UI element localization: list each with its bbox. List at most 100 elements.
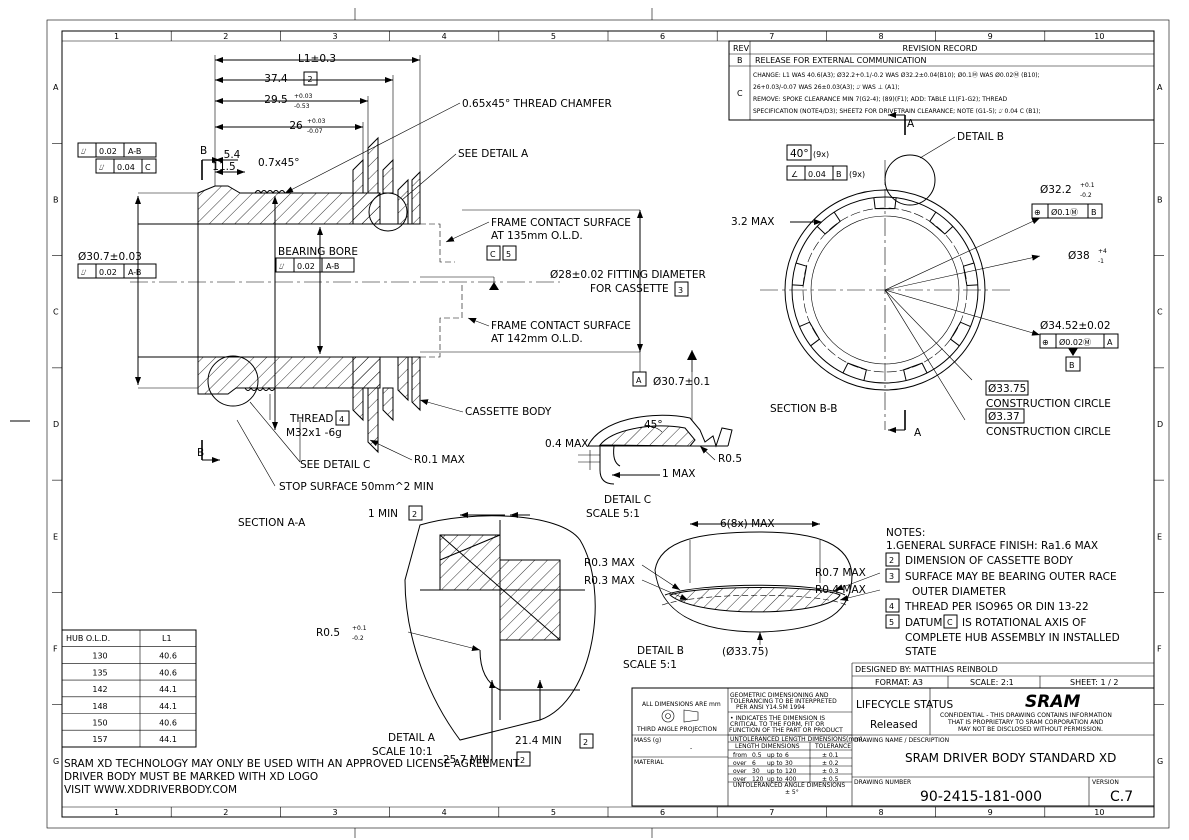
angle-40: 40°	[790, 148, 809, 160]
detail-c-title: DETAIL C	[604, 494, 651, 506]
angle-40-count: (9x)	[813, 150, 829, 159]
rev-header: REV	[733, 44, 750, 53]
datum-c-box: C	[490, 250, 496, 259]
rev-b-text: RELEASE FOR EXTERNAL COMMUNICATION	[755, 56, 926, 65]
hub-table-l1-cell: 40.6	[159, 652, 177, 661]
revision-header: REVISION RECORD	[903, 44, 978, 53]
stop-surface: STOP SURFACE 50mm^2 MIN	[279, 481, 434, 493]
zone-col-label: 3	[332, 808, 337, 817]
detail-c: 0.4 MAX 45° R0.5 1 MAX DETAIL C SCALE 5:…	[545, 350, 742, 520]
zone-row-label: B	[53, 195, 59, 204]
detail-c-04-max: 0.4 MAX	[545, 438, 588, 450]
zone-col-label: 10	[1094, 808, 1104, 817]
drawing-name-label: DRAWING NAME / DESCRIPTION	[854, 737, 949, 744]
thread-label: THREAD	[289, 413, 334, 425]
detail-b-6-max: 6(8x) MAX	[720, 518, 775, 530]
fcf-runout-3-datum: A-B	[128, 268, 141, 277]
license-text: SRAM XD TECHNOLOGY MAY ONLY BE USED WITH…	[64, 758, 520, 796]
position-2-symbol: ⊕	[1042, 338, 1049, 347]
zone-row-label: C	[53, 308, 59, 317]
rev-b: B	[737, 56, 743, 65]
dim-29-5-tol-lower: -0.53	[294, 103, 310, 110]
zone-row-label: C	[1157, 308, 1163, 317]
designed-by: DESIGNED BY: MATTHIAS REINBOLD	[855, 665, 998, 674]
notes-title: NOTES:	[886, 527, 925, 539]
spline-tooth	[799, 321, 821, 347]
frame-142-line-1: FRAME CONTACT SURFACE	[491, 320, 631, 332]
detail-b-r03-b: R0.3 MAX	[584, 575, 635, 587]
zone-col-label: 4	[442, 808, 447, 817]
fcf-runout-2-symbol: ⌰	[99, 163, 105, 172]
dim-dia-32-2-tol-upper: +0.1	[1080, 182, 1095, 189]
note-5-rest-3: STATE	[905, 646, 937, 658]
note-5-rest-2: COMPLETE HUB ASSEMBLY IN INSTALLED	[905, 632, 1120, 644]
zone-col-label: 4	[442, 32, 447, 41]
fitting-diameter-line-1: Ø28±0.02 FITTING DIAMETER	[550, 269, 706, 281]
detail-b-33-75: (Ø33.75)	[722, 646, 769, 658]
zone-row-label: G	[1157, 757, 1163, 766]
detail-a-25-7-note: 2	[520, 756, 525, 765]
tol-cell: up to	[767, 760, 783, 767]
tol-header-tol: TOLERANCE	[814, 743, 851, 750]
fcf-runout-4-symbol: ⌰	[279, 262, 285, 271]
zone-col-label: 1	[114, 808, 119, 817]
r01-max: R0.1 MAX	[414, 454, 465, 466]
zone-col-label: 9	[988, 808, 993, 817]
projection: THIRD ANGLE PROJECTION	[636, 726, 717, 733]
dim-26: 26	[289, 120, 303, 132]
detail-c-1-max: 1 MAX	[662, 468, 695, 480]
zone-row-label: E	[1157, 532, 1162, 541]
detail-c-45: 45°	[644, 419, 663, 431]
detail-a-r05-tol-lower: -0.2	[352, 635, 364, 642]
spline-tooth	[929, 211, 954, 235]
rev-c-line-1: CHANGE: L1 WAS 40.6(A3); Ø32.2+0.1/-0.2 …	[753, 71, 1040, 79]
detail-b-title: DETAIL B	[637, 645, 684, 657]
zone-col-label: 1	[114, 32, 119, 41]
mass-label: MASS (g)	[634, 737, 661, 744]
cut-b-bottom: B	[197, 447, 204, 459]
revision-record: REV REVISION RECORD B RELEASE FOR EXTERN…	[728, 40, 1155, 121]
spline-tooth	[792, 262, 808, 287]
cut-a-bottom: A	[914, 427, 922, 439]
sram-logo: SRAM	[1025, 692, 1080, 712]
dim-29-5-tol-upper: +0.03	[294, 93, 313, 100]
zone-col-label: 2	[223, 808, 228, 817]
zone-col-label: 8	[878, 32, 883, 41]
hub-table-old-cell: 150	[92, 719, 107, 728]
note-1-text: GENERAL SURFACE FINISH: Ra1.6 MAX	[896, 540, 1098, 552]
dim-dia-30-7-b: Ø30.7±0.1	[653, 376, 710, 388]
dim-dia-32-2-tol-lower: -0.2	[1080, 192, 1092, 199]
gdt-line-2: TOLERANCING TO BE INTERPRETED	[729, 698, 837, 705]
detail-b-callout: DETAIL B	[957, 131, 1004, 143]
detail-c-r05: R0.5	[718, 453, 742, 465]
section-bb: A A 40° (9x) ∠ 0.04 B (9x) DETAIL B 3.2 …	[731, 112, 1119, 439]
gdt-line-3: PER ANSI Y14.5M 1994	[736, 704, 805, 711]
license-line-2: DRIVER BODY MUST BE MARKED WITH XD LOGO	[64, 771, 318, 783]
detail-c-scale: SCALE 5:1	[586, 508, 640, 520]
detail-b-scale: SCALE 5:1	[623, 659, 677, 671]
sheet: SHEET: 1 / 2	[1070, 678, 1118, 687]
construction-circle-2-label: CONSTRUCTION CIRCLE	[986, 426, 1111, 438]
hub-table-old-cell: 148	[92, 702, 107, 711]
scale: SCALE: 2:1	[970, 678, 1014, 687]
zone-col-label: 2	[223, 32, 228, 41]
note-3-num: 3	[889, 572, 894, 581]
hub-table-old-cell: 157	[92, 735, 107, 744]
spline-tooth	[842, 362, 867, 381]
section-aa-annotations: L1±0.3 37.4 2 29.5 +0.03 -0.53 26 +0.03 …	[77, 53, 710, 529]
drawing-number: 90-2415-181-000	[920, 789, 1042, 805]
datum-a-box: A	[636, 376, 642, 385]
zone-col-label: 6	[660, 32, 665, 41]
note-4-num: 4	[889, 602, 894, 611]
detail-a-scale: SCALE 10:1	[372, 746, 433, 758]
lifecycle-label: LIFECYCLE STATUS	[856, 699, 953, 711]
spline-tooth	[949, 321, 971, 347]
angularity-symbol: ∠	[791, 170, 798, 179]
gdt-line-1: GEOMETRIC DIMENSIONING AND	[730, 692, 829, 699]
confidential-1: CONFIDENTIAL - THIS DRAWING CONTAINS INF…	[940, 712, 1112, 719]
fcf-runout-1-symbol: ⌰	[81, 147, 87, 156]
tol-cell: 400	[785, 776, 797, 783]
thread-spec: M32x1 -6g	[286, 427, 342, 439]
